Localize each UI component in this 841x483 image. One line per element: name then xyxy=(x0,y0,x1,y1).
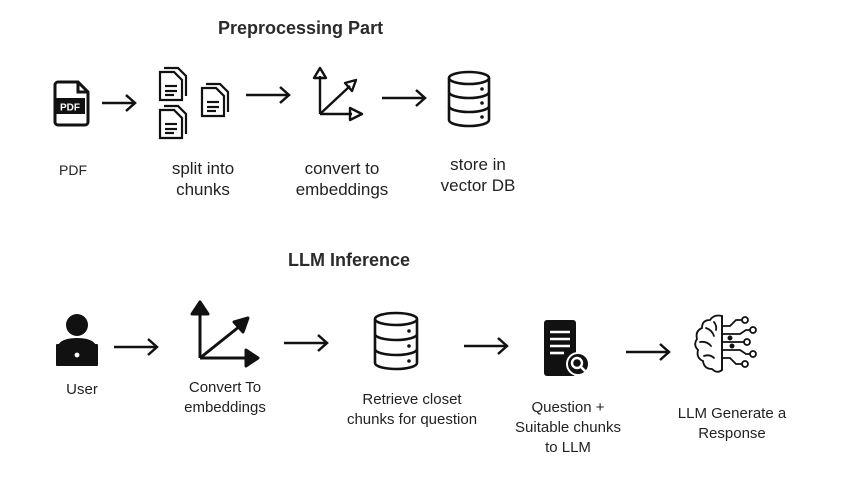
arrow-right-icon xyxy=(464,337,509,355)
step-label-question: Question + Suitable chunks to LLM xyxy=(515,399,621,456)
step-label-convert: Convert To embeddings xyxy=(184,379,266,416)
vector-axes-icon xyxy=(312,66,364,122)
database-icon xyxy=(373,311,419,371)
arrow-right-icon xyxy=(626,343,671,361)
user-laptop-icon xyxy=(56,314,98,366)
database-icon xyxy=(447,70,491,128)
step-label-embeddings: convert to embeddings xyxy=(295,159,389,199)
step-label-user: User xyxy=(66,381,98,398)
step-label-split: split into chunks xyxy=(171,159,235,199)
arrow-right-icon xyxy=(102,94,137,112)
brain-circuit-icon xyxy=(694,314,757,373)
svg-text:PDF: PDF xyxy=(60,103,80,114)
step-label-llm: LLM Generate a Response xyxy=(677,405,787,442)
arrow-right-icon xyxy=(114,338,159,356)
arrow-right-icon xyxy=(246,86,291,104)
arrow-right-icon xyxy=(382,89,427,107)
document-search-icon xyxy=(544,320,590,376)
preprocessing-title: Preprocessing Part xyxy=(218,18,384,38)
step-label-pdf: PDF xyxy=(59,162,87,178)
vector-axes-icon xyxy=(190,300,260,368)
step-label-retrieve: Retrieve closet chunks for question xyxy=(346,391,478,428)
pdf-file-icon: PDF xyxy=(53,80,90,127)
arrow-right-icon xyxy=(284,334,329,352)
step-label-store: store in vector DB xyxy=(440,155,516,195)
documents-icon xyxy=(158,66,230,140)
inference-title: LLM Inference xyxy=(288,250,411,270)
